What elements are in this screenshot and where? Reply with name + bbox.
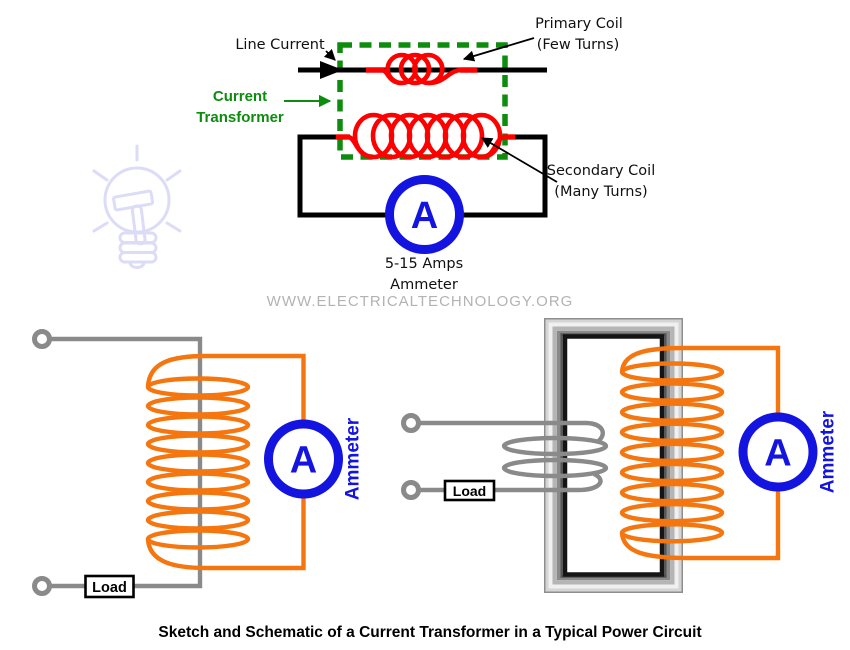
secondary-coil-label-line2: (Many Turns): [554, 184, 647, 200]
lightbulb-logo-icon: [92, 144, 182, 269]
secondary-coil-schematic: [619, 361, 725, 544]
secondary-coil-label-line1: Secondary Coil: [547, 163, 655, 179]
ammeter-schematic: A: [738, 412, 818, 492]
current-transformer-label-line1: Current: [213, 88, 267, 105]
secondary-coil-sketch: [145, 376, 251, 550]
terminal-icon: [32, 576, 52, 596]
terminal-icon: [401, 480, 421, 500]
transformer-core: [544, 318, 683, 593]
current-direction-arrowhead: [320, 61, 343, 79]
primary-coil-label-line2: (Few Turns): [537, 37, 620, 53]
top-circuit-diagram: Line Current Current Transformer Primary…: [196, 16, 655, 293]
ammeter-symbol: A: [290, 440, 317, 482]
terminal-icon: [401, 413, 421, 433]
ammeter-icon: [738, 412, 818, 492]
load-label: Load: [453, 483, 486, 499]
bottom-left-sketch: A Ammeter Load: [32, 329, 364, 599]
ammeter-icon: [385, 175, 464, 254]
secondary-wire: [145, 353, 306, 571]
ammeter-caption-line1: 5-15 Amps: [385, 256, 463, 272]
primary-coil: [385, 52, 445, 86]
watermark: WWW.ELECTRICALTECHNOLOGY.ORG: [267, 293, 574, 310]
caption: Sketch and Schematic of a Current Transf…: [158, 624, 701, 641]
primary-wire-bottom: [419, 472, 603, 493]
primary-wire-top: [419, 420, 605, 445]
current-transformer-label-line2: Transformer: [196, 109, 284, 126]
ammeter-caption-line2: Ammeter: [390, 277, 458, 293]
load-box: Load: [84, 574, 135, 599]
terminal-icon: [32, 329, 52, 349]
ammeter-top: A: [385, 175, 464, 254]
ammeter-sketch: A: [264, 419, 343, 499]
ammeter-symbol: A: [764, 433, 791, 475]
ammeter-label: Ammeter: [343, 417, 364, 500]
load-label: Load: [92, 580, 127, 596]
secondary-wire: [619, 345, 781, 561]
ammeter-symbol: A: [411, 195, 438, 237]
secondary-coil: [352, 112, 503, 160]
ammeter-label: Ammeter: [818, 410, 839, 493]
line-current-label: Line Current: [235, 37, 325, 53]
ammeter-icon: [264, 419, 343, 499]
load-box: Load: [443, 479, 496, 502]
primary-coil-schematic: [501, 435, 609, 479]
bottom-right-schematic: A Ammeter Load: [401, 318, 839, 593]
primary-coil-label-line1: Primary Coil: [535, 16, 623, 32]
